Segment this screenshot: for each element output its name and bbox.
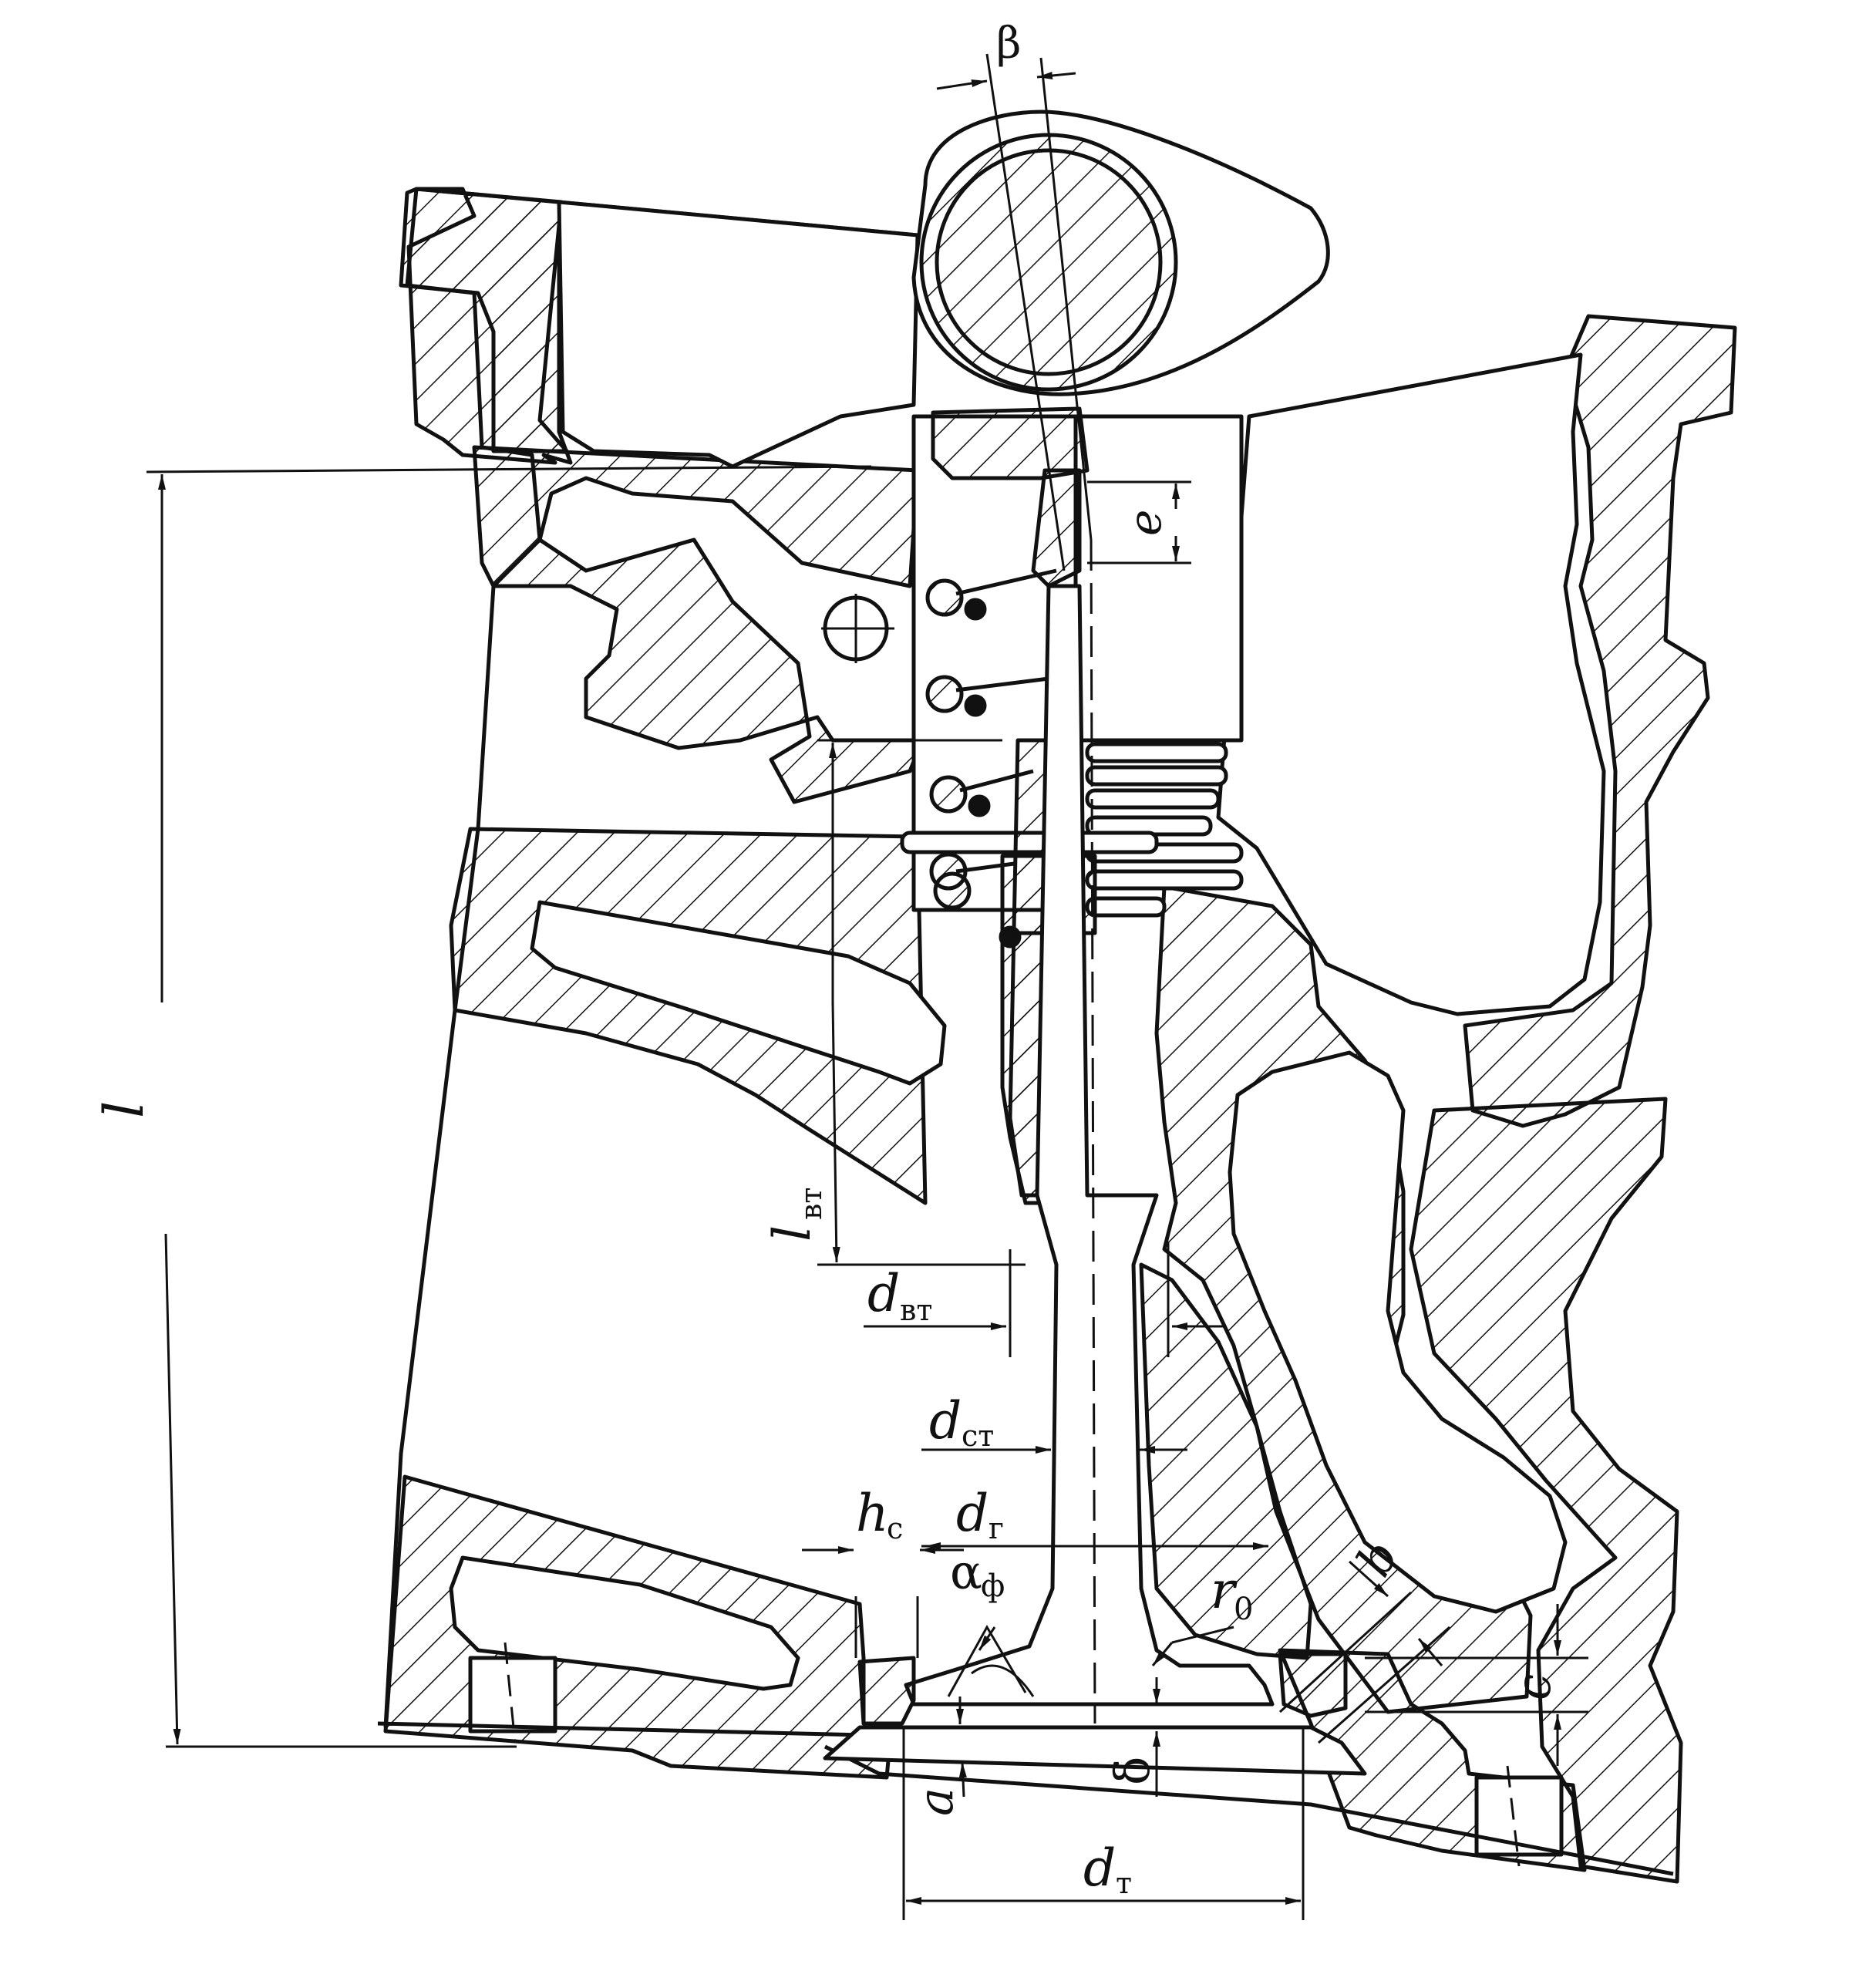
label-d-st-main: d xyxy=(929,1391,962,1451)
valve-stem xyxy=(904,584,1275,1707)
bolt-right-axis xyxy=(1506,1765,1521,1867)
label-r0-sub: 0 xyxy=(1234,1592,1253,1627)
label-d-t-main: d xyxy=(1083,1838,1116,1898)
spring-strokes xyxy=(955,568,1057,874)
valve-neck-right xyxy=(1139,1262,1313,1660)
label-r0-main: r xyxy=(1211,1561,1238,1620)
label-l-vt: l вт xyxy=(763,1188,828,1242)
head-left-middle-block xyxy=(472,445,928,804)
bolt-hole-right xyxy=(1474,1775,1564,1857)
label-d-vt-main: d xyxy=(867,1264,900,1323)
spring-coils-left xyxy=(925,578,972,910)
rocker-arm xyxy=(911,110,1330,396)
valve-keeper xyxy=(1031,468,1082,588)
spring-retainer xyxy=(931,406,1090,480)
label-beta: β xyxy=(996,19,1021,69)
bolt-left-axis xyxy=(504,1642,517,1744)
spring-coils-right xyxy=(1085,742,1244,918)
label-a: a xyxy=(908,1788,964,1816)
head-left-outline xyxy=(383,188,542,1728)
label-d-g-main: d xyxy=(956,1484,989,1543)
valve-face xyxy=(823,1725,1367,1776)
svg-text:l: l xyxy=(763,1225,822,1242)
spring-cup-right xyxy=(1073,414,1244,743)
label-d-st-sub: ст xyxy=(962,1419,994,1453)
label-c: c xyxy=(1505,1673,1561,1700)
valve-axis xyxy=(1090,539,1096,1724)
valve-seat-right xyxy=(1278,1652,1348,1718)
label-alpha-sub: ф xyxy=(981,1568,1005,1604)
label-e: e xyxy=(1119,510,1171,536)
label-h-c-sub: с xyxy=(887,1511,903,1545)
label-d-t-sub: т xyxy=(1116,1866,1132,1900)
label-alpha-main: α xyxy=(950,1544,982,1600)
right-upper-cavity xyxy=(1216,352,1606,1016)
valve-seat-left xyxy=(857,1656,916,1726)
label-d-vt-sub: вт xyxy=(900,1293,932,1327)
svg-text:вт: вт xyxy=(794,1188,828,1220)
label-l: l xyxy=(93,1101,156,1118)
left-oil-slot xyxy=(530,900,947,1086)
rocker-axis-1 xyxy=(985,53,1066,571)
label-h-c-main: h xyxy=(856,1484,889,1543)
rocker-axis-2 xyxy=(1039,57,1093,541)
rocker-shaft-inner xyxy=(935,148,1163,376)
valve xyxy=(823,584,1367,1776)
label-delta: δ xyxy=(1104,1757,1160,1785)
dimension-lines xyxy=(146,72,1588,1920)
right-exhaust-port xyxy=(1228,1050,1568,1614)
head-top-left-flange xyxy=(399,187,569,453)
upper-cavity xyxy=(557,200,920,469)
rocker-shaft xyxy=(919,133,1178,392)
head-right-lower-wall xyxy=(1409,1097,1683,1884)
label-d-g-sub: г xyxy=(989,1511,1004,1545)
